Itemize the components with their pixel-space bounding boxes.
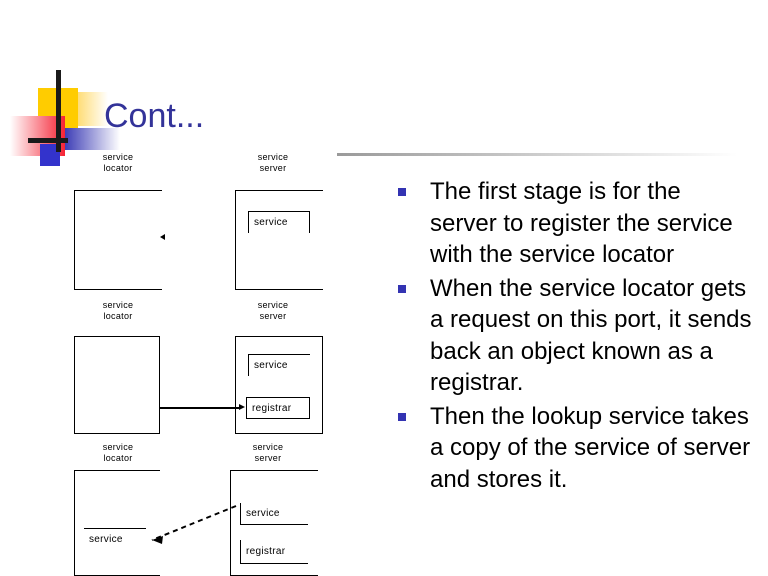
stage3-dashed-line [151, 505, 237, 541]
bullet-list: The first stage is for the server to reg… [398, 176, 754, 497]
stage2-locator-label-line1: service [102, 300, 134, 310]
vertical-rule [56, 70, 61, 152]
stage2-server-label-line1: service [257, 300, 289, 310]
stage2-server-box [235, 336, 323, 434]
stage1-service-inner-box: service [248, 211, 310, 233]
stage2-server-label-line2: server [259, 311, 287, 321]
stage1-locator-label-line1: service [102, 152, 134, 162]
stage3-locator-label-line1: service [102, 442, 134, 452]
stage3-server-label: service server [238, 442, 298, 464]
stage3-locator-label-line2: locator [103, 453, 133, 463]
stage2-service-inner-box: service [248, 354, 310, 376]
bullet-text: When the service locator gets a request … [430, 274, 752, 397]
blue-gradient-bar [62, 128, 120, 150]
stage2-connector-line [160, 407, 240, 409]
stage3-server-label-line1: service [252, 442, 284, 452]
bullet-square-icon [398, 412, 406, 421]
stage1-locator-box [74, 190, 162, 290]
stage3-locator-service-box: service [84, 528, 146, 550]
stage2-server-label: service server [243, 300, 303, 322]
stage3-registrar-inner-box: registrar [240, 540, 308, 564]
stage2-locator-box [74, 336, 160, 434]
bullet-text: Then the lookup service takes a copy of … [430, 402, 751, 493]
template-logo-mark [0, 70, 130, 180]
stage1-server-box [235, 190, 323, 290]
stage3-locator-label: service locator [88, 442, 148, 464]
page-title: Cont... [104, 97, 205, 135]
blue-square [40, 144, 60, 166]
list-item: When the service locator gets a request … [398, 273, 754, 399]
list-item: The first stage is for the server to reg… [398, 176, 754, 271]
stage3-dashed-arrowhead [152, 536, 163, 544]
stage2-registrar-inner-box: registrar [246, 397, 310, 419]
stage1-server-label-line1: service [257, 152, 289, 162]
stage2-connector-arrowhead [239, 404, 245, 410]
stage1-server-label: service server [243, 152, 303, 174]
stage2-locator-label-line2: locator [103, 311, 133, 321]
bullet-square-icon [398, 284, 406, 293]
stage3-service-inner-box: service [240, 503, 308, 525]
stage1-arrow-marker [160, 234, 165, 240]
stage1-locator-label-line2: locator [103, 163, 133, 173]
horizontal-rule [28, 138, 68, 143]
bullet-text: The first stage is for the server to reg… [430, 178, 733, 268]
title-underline-rule [337, 153, 737, 156]
stage1-server-label-line2: server [259, 163, 287, 173]
stage3-server-label-line2: server [254, 453, 282, 463]
stage1-locator-label: service locator [88, 152, 148, 174]
stage2-locator-label: service locator [88, 300, 148, 322]
bullet-square-icon [398, 188, 406, 196]
stage3-dashed-arrow [151, 505, 237, 544]
list-item: Then the lookup service takes a copy of … [398, 401, 754, 496]
service-locator-diagram: service locator service server service s… [0, 148, 350, 576]
